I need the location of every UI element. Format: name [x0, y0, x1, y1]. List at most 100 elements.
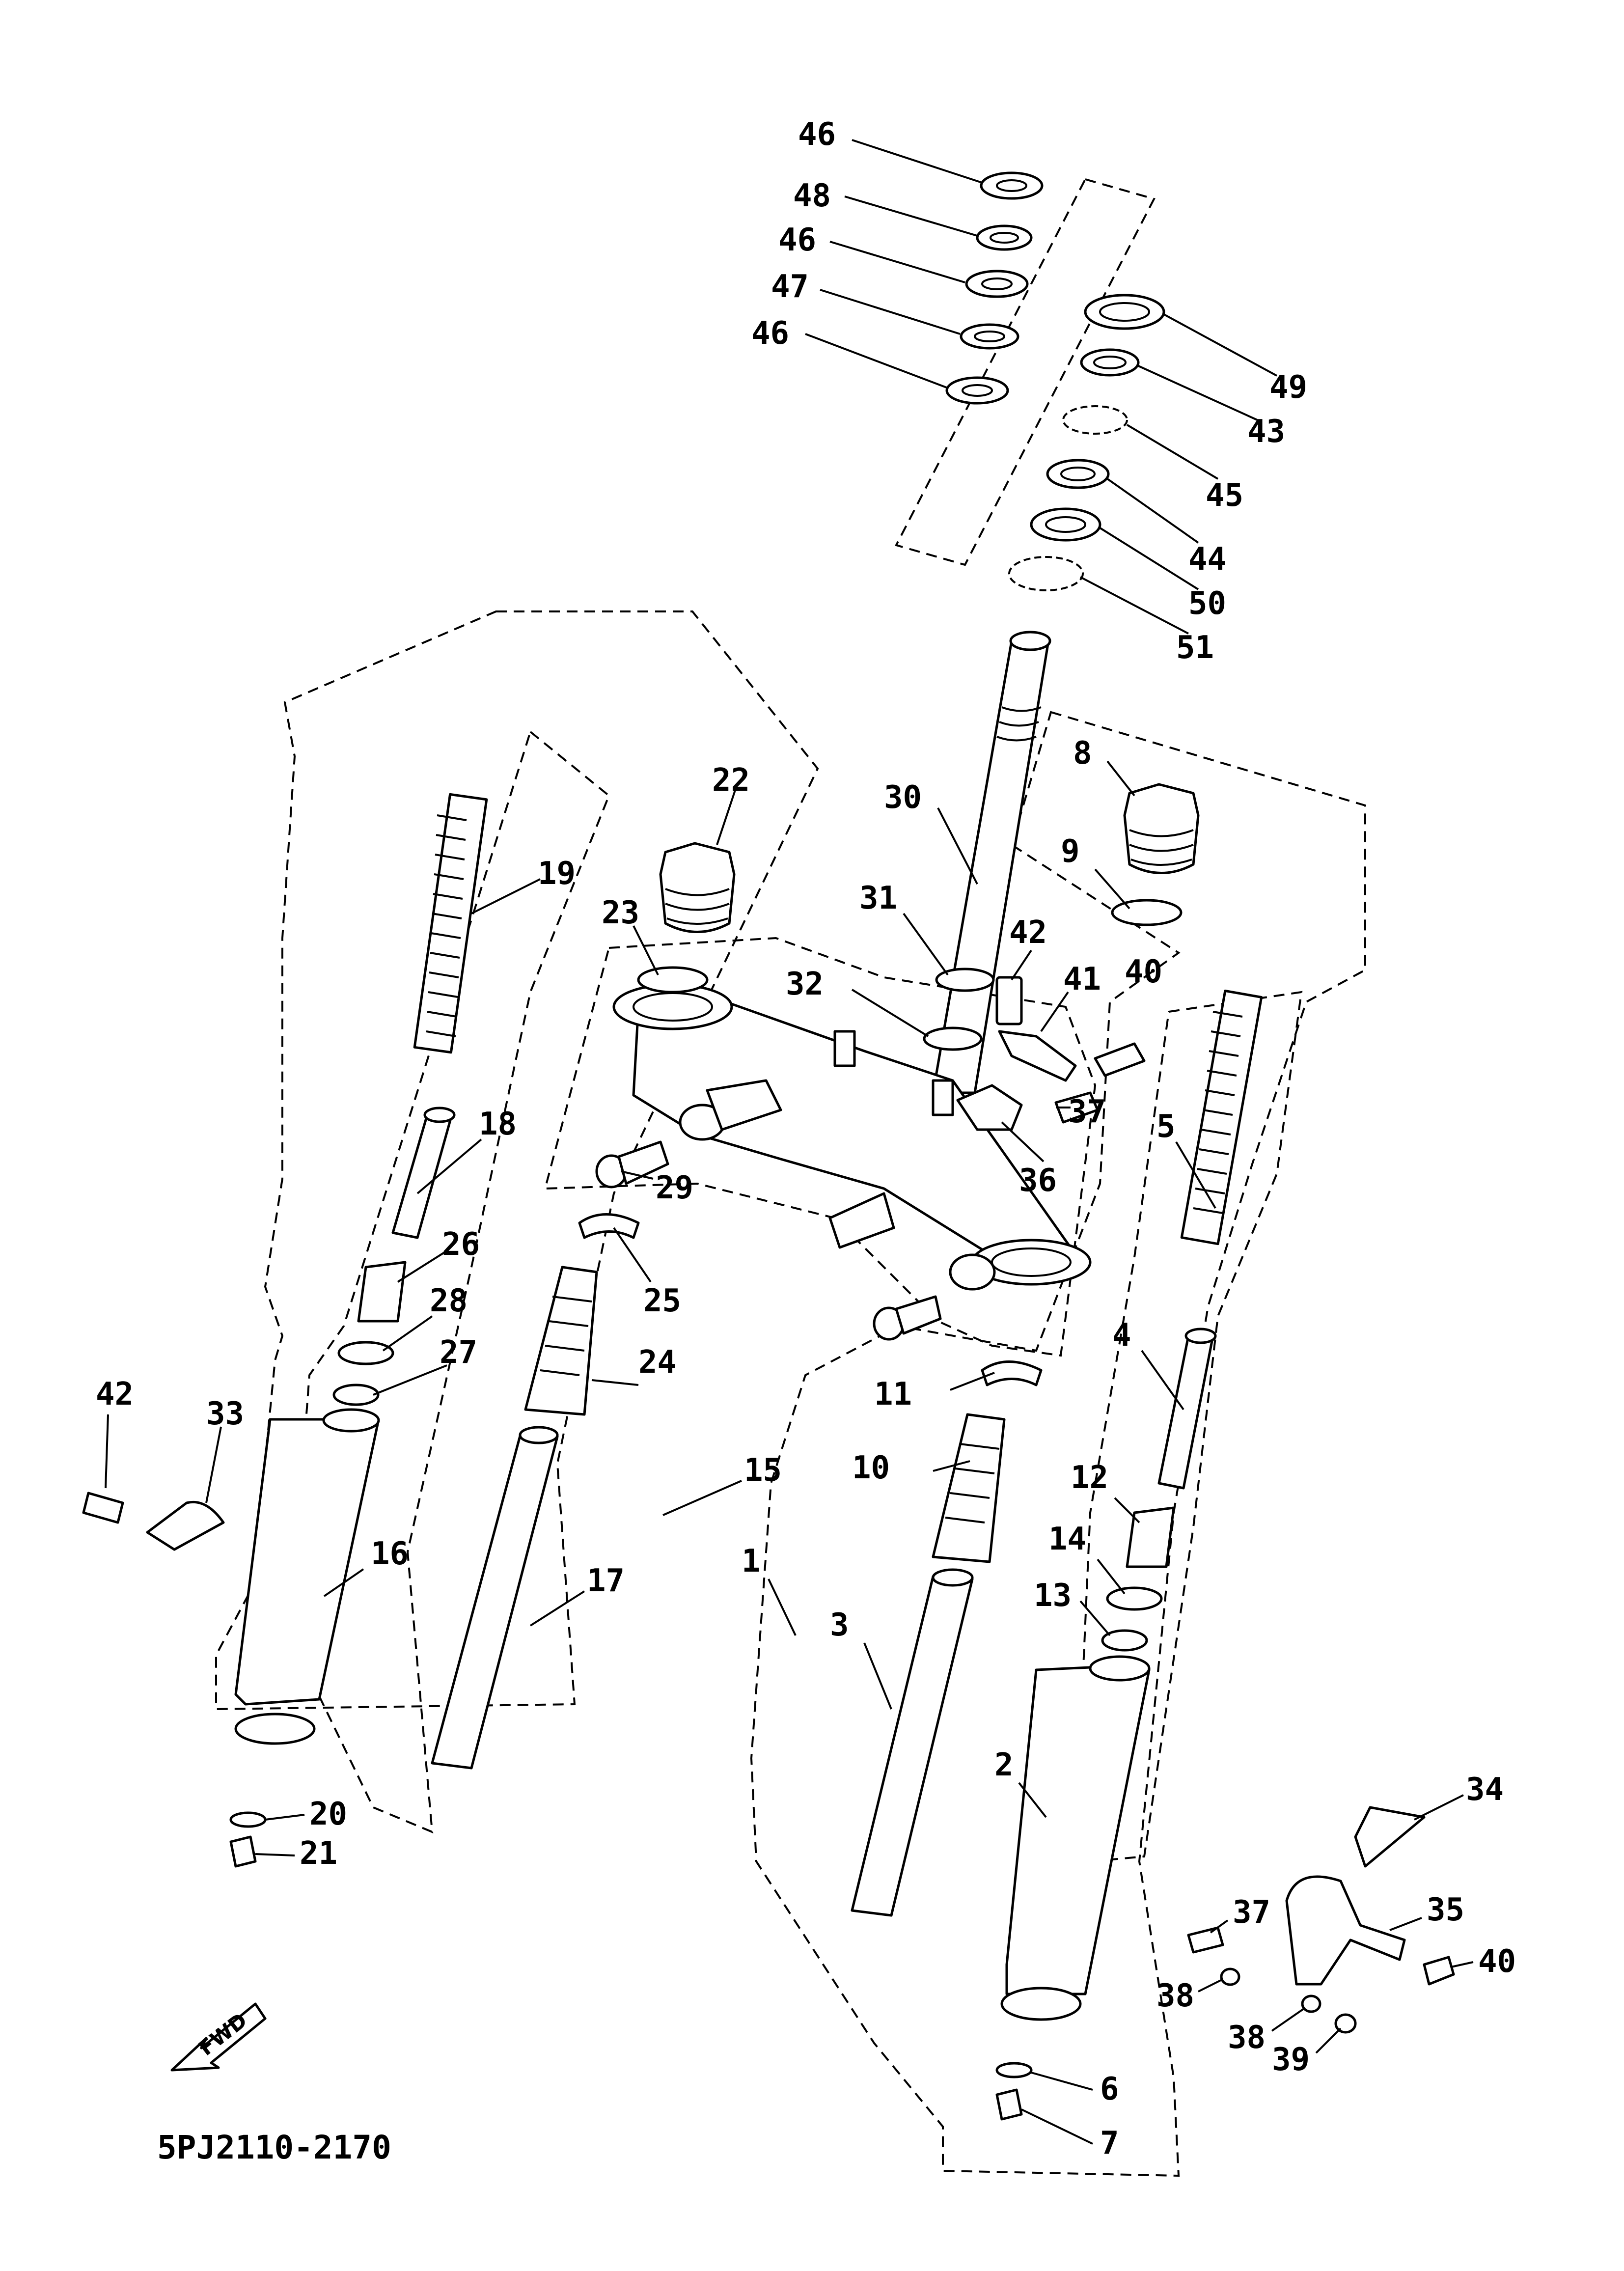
part-43-inner: [1093, 356, 1127, 369]
callout: 34: [1466, 1772, 1504, 1808]
callout: 12: [1071, 1460, 1108, 1496]
bracket-tab-right: [932, 1079, 954, 1116]
callout: 46: [751, 315, 789, 352]
leader-38-b: [1271, 2008, 1305, 2032]
right-fork-internals: [1101, 989, 1263, 1652]
boot-10-folds: [945, 1443, 1000, 1523]
part-23-o-ring: [637, 966, 709, 994]
callout: 50: [1188, 585, 1226, 622]
callout: 43: [1247, 414, 1285, 450]
bearing-stack-right: [1008, 294, 1165, 591]
callout: 2: [994, 1747, 1014, 1783]
callout: 13: [1034, 1578, 1072, 1614]
callout: 6: [1100, 2071, 1119, 2107]
callout: 44: [1188, 541, 1226, 578]
right-outer-tube: [995, 1655, 1151, 2121]
part-49-inner: [1099, 302, 1150, 322]
bracket-boss-right: [949, 1253, 996, 1291]
leader-17: [529, 1590, 585, 1627]
leader-4: [1141, 1350, 1184, 1411]
callout: 42: [1009, 914, 1047, 951]
hose-bracket-parts: [1187, 1806, 1455, 2034]
cap-22-thread: [665, 888, 730, 925]
callout: 38: [1156, 1978, 1194, 2014]
diagram-code: 5PJ2110-2170: [157, 2129, 391, 2166]
part-46-inner-b: [981, 277, 1013, 290]
part-7-bolt: [995, 2088, 1023, 2121]
outline-left-inner: [288, 730, 610, 1834]
leader-37-right: [1210, 1919, 1229, 1934]
part-6-washer: [995, 2062, 1033, 2078]
callout: 38: [1228, 2020, 1266, 2056]
part-46-inner-c: [962, 384, 993, 397]
leader-36: [1001, 1121, 1045, 1163]
callout: 40: [1125, 954, 1162, 990]
callout: 40: [1478, 1943, 1516, 1980]
part-46-locknut-bottom: [945, 376, 1009, 405]
callout: 49: [1269, 369, 1307, 406]
part-37-bolt-right: [1187, 1926, 1224, 1954]
leader-19: [471, 878, 541, 914]
leader-39: [1315, 2027, 1342, 2054]
part-40-screw: [1094, 1042, 1146, 1077]
leader-32: [851, 989, 929, 1037]
part-19-spring: [413, 793, 488, 1054]
outer-2-foot: [1000, 1987, 1082, 2021]
bracket-hardware: [956, 976, 1146, 1131]
leader-1: [768, 1579, 797, 1636]
leader-21: [255, 1853, 295, 1856]
leader-47: [820, 289, 961, 335]
callout: 39: [1272, 2042, 1310, 2078]
leader-41: [1040, 991, 1069, 1032]
leader-50: [1099, 527, 1199, 590]
callout: 48: [793, 178, 831, 214]
callout: 20: [309, 1796, 347, 1832]
leader-11: [950, 1372, 995, 1391]
part-46-locknut-top: [980, 171, 1044, 200]
part-47-washer: [960, 323, 1019, 350]
leader-3: [863, 1642, 892, 1710]
leader-10: [933, 1460, 970, 1472]
outline-bracket: [544, 937, 1097, 1357]
bolt-lower-shank: [895, 1295, 942, 1335]
outline-right-fork: [750, 711, 1366, 2177]
part-51-balls: [1008, 556, 1084, 591]
spring-19-coils: [426, 814, 467, 1037]
left-fork-internals: [332, 793, 488, 1406]
fwd-arrow-shape: [170, 2002, 267, 2072]
callout: 7: [1100, 2125, 1119, 2161]
part-44-inner: [1060, 467, 1096, 481]
leader-lines: [105, 139, 1474, 2145]
callout: 46: [798, 116, 836, 153]
part-43-race: [1080, 348, 1140, 377]
part-32-ring: [923, 1026, 983, 1051]
part-24-boot: [524, 1266, 598, 1416]
leader-6: [1031, 2072, 1093, 2091]
leader-30: [937, 807, 978, 885]
leader-25: [613, 1227, 652, 1283]
callout: 9: [1061, 833, 1080, 870]
leader-22: [716, 785, 738, 845]
callout: 36: [1019, 1163, 1057, 1199]
part-21-bolt: [229, 1835, 257, 1868]
callout: 3: [830, 1607, 849, 1643]
callout: 14: [1048, 1521, 1086, 1557]
leader-16: [323, 1568, 364, 1597]
stem-top: [1009, 631, 1051, 651]
part-42-bolt-left: [82, 1492, 124, 1524]
part-4-damper-rod: [1157, 1334, 1214, 1490]
leader-29: [621, 1170, 654, 1180]
under-bracket: [612, 983, 1092, 1291]
callout: 23: [602, 895, 639, 931]
callout: 41: [1063, 961, 1101, 997]
part-13-seal: [1101, 1629, 1148, 1652]
callout: 21: [300, 1835, 337, 1872]
callout: 32: [786, 966, 824, 1002]
fwd-arrow-icon: FWD: [170, 2002, 267, 2072]
damper-4-top: [1184, 1328, 1217, 1344]
leader-26: [397, 1251, 445, 1283]
callout: 46: [778, 222, 816, 258]
leader-31: [903, 913, 949, 976]
part-37-screw: [1054, 1091, 1099, 1124]
part-25-clip: [578, 1213, 640, 1239]
